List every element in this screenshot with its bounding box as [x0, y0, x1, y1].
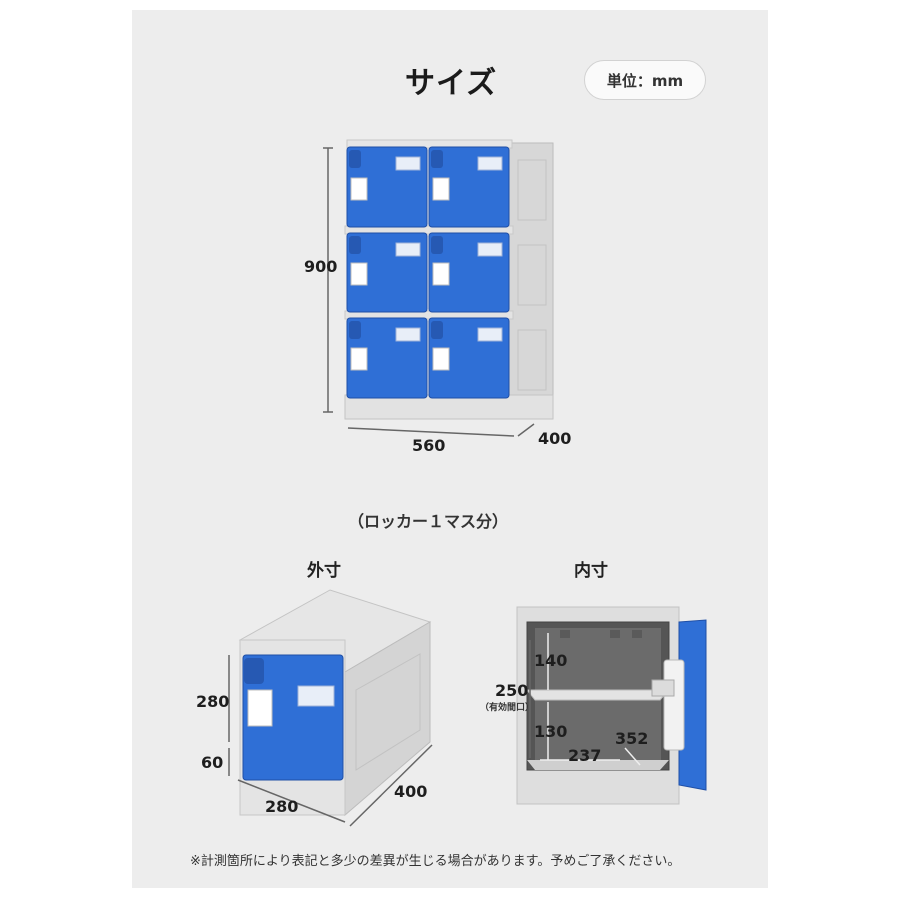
width-dimension-line — [347, 427, 515, 437]
inner-size-heading: 内寸 — [574, 561, 608, 581]
height-label: 900 — [304, 257, 338, 276]
unit-badge: 単位：mm — [584, 60, 706, 100]
inner-width-label: 237 — [568, 746, 602, 765]
height-dimension-line — [323, 147, 333, 413]
depth-label: 400 — [538, 429, 572, 448]
inner-depth-label: 352 — [615, 729, 649, 748]
inner-opening-note: （有効間口） — [480, 703, 535, 713]
width-label: 560 — [412, 436, 446, 455]
outer-width-label: 280 — [265, 797, 299, 816]
outer-height-label: 280 — [196, 692, 230, 711]
inner-lower-label: 130 — [534, 722, 568, 741]
outer-size-heading: 外寸 — [307, 561, 341, 581]
footnote: ※計測箇所により表記と多少の差異が生じる場合があります。予めご了承ください。 — [190, 854, 681, 869]
page-title: サイズ — [405, 66, 498, 101]
depth-dimension-line — [517, 423, 535, 437]
section-subtitle: （ロッカー１マス分） — [348, 512, 509, 531]
inner-upper-label: 140 — [534, 651, 568, 670]
outer-depth-label: 400 — [394, 782, 428, 801]
outer-base-label: 60 — [201, 753, 224, 772]
inner-opening-label: 250 — [495, 681, 529, 700]
